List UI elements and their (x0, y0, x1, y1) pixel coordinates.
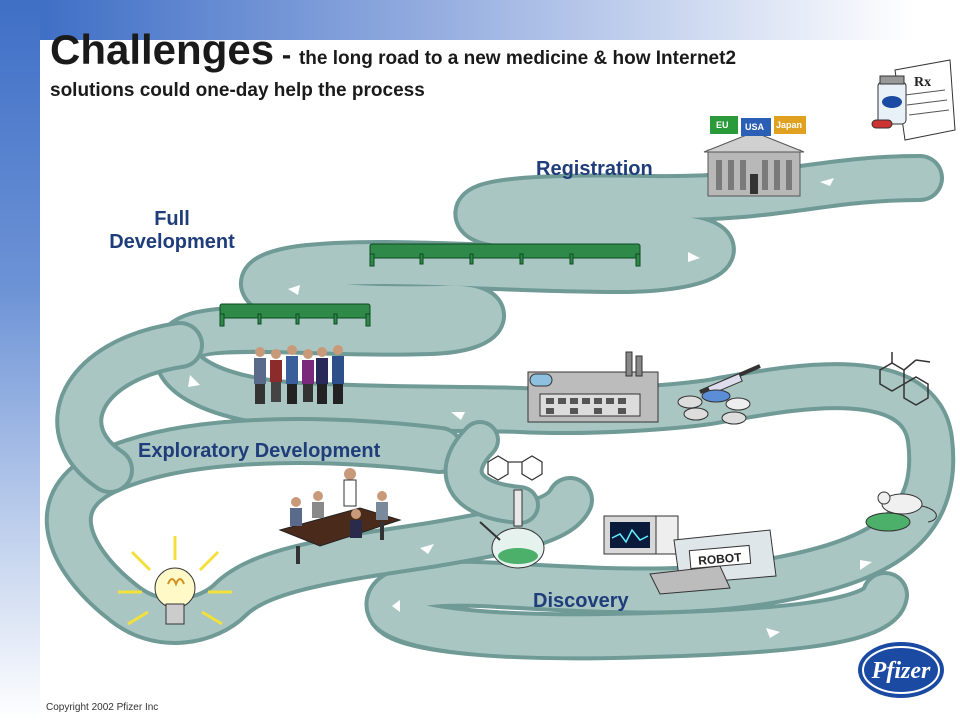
hospital-beds-row-large (369, 243, 641, 267)
stage-label-exploratory-development: Exploratory Development (138, 440, 381, 462)
svg-text:Rx: Rx (914, 75, 931, 90)
winding-road (44, 154, 956, 661)
arrow-mark (897, 438, 905, 452)
stage-label-full: Full (154, 208, 190, 230)
arrow-mark (688, 252, 700, 262)
prescription-icon: Rx (871, 59, 956, 141)
flags: EU USA Japan (710, 116, 806, 136)
arrow-mark (188, 375, 200, 387)
robot-machine-icon: ROBOT (649, 529, 777, 595)
svg-text:USA: USA (745, 122, 765, 132)
svg-text:EU: EU (716, 120, 729, 130)
molecule-structure-icon (879, 352, 931, 406)
arrow-mark (766, 628, 780, 638)
computer-monitor-icon (603, 515, 679, 555)
stage-label-full-development: Full Development (92, 208, 252, 254)
stage-label-discovery: Discovery (533, 590, 629, 612)
title-separator: - (274, 39, 299, 70)
top-gradient-band (40, 0, 960, 40)
arrow-mark (860, 560, 872, 570)
slide-title: Challenges - the long road to a new medi… (50, 26, 880, 74)
svg-text:Pfizer: Pfizer (871, 658, 931, 684)
hospital-beds-row-small (219, 303, 371, 327)
petri-dish-icon (865, 512, 911, 532)
arrow-mark (820, 178, 834, 186)
title-main: Challenges (50, 26, 275, 73)
stage-label-development: Development (109, 231, 235, 253)
road-arrows (188, 178, 905, 638)
svg-text:Japan: Japan (776, 120, 802, 130)
capitol-building-icon (703, 131, 805, 197)
svg-text:ROBOT: ROBOT (698, 550, 743, 568)
copyright-text: Copyright 2002 Pfizer Inc (46, 702, 159, 713)
pills-syringe-icon (677, 364, 761, 425)
pfizer-logo: Pfizer (858, 642, 944, 698)
factory-icon (527, 351, 659, 423)
arrow-mark (451, 412, 465, 420)
sidebar-gradient (0, 0, 40, 720)
light-bulb-icon (118, 536, 232, 626)
flag-japan: Japan (774, 116, 806, 134)
title-rest: the long road to a new medicine & how In… (298, 48, 737, 69)
flag-eu: EU (710, 116, 738, 134)
lab-flask-icon (479, 489, 545, 569)
title-line2: solutions could one-day help the process (50, 80, 425, 101)
arrow-mark (288, 285, 300, 295)
stage-label-registration: Registration (536, 158, 653, 180)
arrow-mark (420, 544, 434, 554)
lab-mouse-icon (877, 491, 937, 523)
flag-usa: USA (741, 118, 771, 136)
molecule-structure-small-icon (487, 455, 543, 481)
arrow-mark (392, 600, 400, 612)
people-group-icon (254, 345, 344, 404)
meeting-table-icon (278, 468, 402, 564)
